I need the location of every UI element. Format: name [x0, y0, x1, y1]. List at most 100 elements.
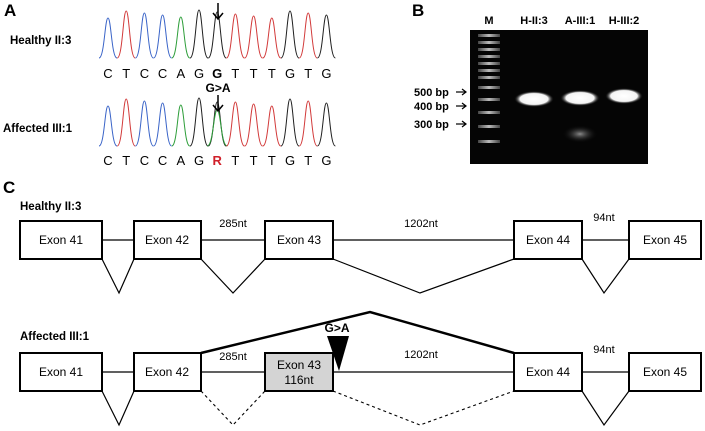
seq-letter-healthy-10: G: [285, 66, 295, 81]
healthy-exon-43-label: Exon 43: [277, 233, 321, 247]
affected-intron-43-label: 1202nt: [404, 349, 438, 361]
healthy-exon-42: [133, 220, 202, 260]
trace-peak-healthy-1: [116, 10, 136, 59]
marker-label-500: 500 bp: [414, 87, 449, 99]
trace-peak-healthy-8: [244, 15, 264, 59]
affected-exon-44: [513, 352, 583, 392]
healthy-exon-44-label: Exon 44: [526, 233, 570, 247]
band-h-iii-2: [605, 88, 643, 104]
affected-exon-43-size: 116nt: [284, 373, 314, 387]
affected-exon-43-skipped: [264, 352, 334, 392]
affected-exon-45-label: Exon 45: [643, 365, 687, 379]
marker-400: 400 bp: [414, 101, 467, 113]
affected-intron-42-label: 285nt: [219, 351, 247, 363]
ladder-lane: [478, 34, 500, 143]
trace-peak-affected-3: [153, 102, 173, 147]
healthy-exon-41-label: Exon 41: [39, 233, 83, 247]
lane-label-h-ii-3: H-II:3: [520, 15, 548, 27]
panel-b-letter: B: [412, 1, 424, 20]
lane-label-h-iii-2: H-III:2: [609, 15, 640, 27]
panel-c-letter: C: [3, 178, 15, 197]
seq-letter-affected-2: C: [140, 153, 149, 168]
trace-peak-affected-9: [262, 105, 282, 147]
healthy-exon-41: [19, 220, 103, 260]
seq-letter-affected-3: C: [158, 153, 167, 168]
healthy-gene-model: [101, 239, 630, 295]
seq-letter-affected-7: T: [231, 153, 239, 168]
seq-letter-healthy-2: C: [140, 66, 149, 81]
normal-splice-dashed: [200, 390, 515, 426]
exon-skip-junction: [200, 310, 515, 355]
trace-peak-healthy-0: [98, 17, 118, 59]
lane-label-a-iii-1: A-III:1: [565, 15, 596, 27]
trace-peak-healthy-9: [262, 17, 282, 59]
trace-peak-healthy-11: [298, 12, 318, 59]
trace-peak-affected-4: [171, 104, 191, 147]
marker-300: 300 bp: [414, 119, 467, 131]
trace-peak-affected-8: [244, 103, 264, 147]
trace-peak-affected-6-b: [206, 109, 228, 147]
trace-peak-affected-11: [298, 100, 318, 147]
healthy-exon-44: [513, 220, 583, 260]
seq-letter-affected-0: C: [103, 153, 112, 168]
affected-exon-43-label: Exon 43: [277, 358, 321, 372]
marker-label-300: 300 bp: [414, 119, 449, 131]
seq-letter-healthy-6: G: [212, 66, 222, 81]
trace-peak-affected-5: [189, 97, 209, 147]
mutation-site-marker: [327, 336, 349, 371]
band-a-iii-1-lower: [562, 125, 598, 143]
seq-letter-healthy-11: T: [304, 66, 312, 81]
healthy-exon-45: [628, 220, 702, 260]
affected-gene-model: [101, 371, 630, 427]
trace-peak-affected-2: [134, 100, 154, 147]
lane-label-m: M: [484, 15, 493, 27]
affected-exon-42-label: Exon 42: [145, 365, 189, 379]
healthy-exon-43: [264, 220, 334, 260]
trace-peak-healthy-12: [316, 14, 336, 59]
seq-letter-healthy-5: G: [194, 66, 204, 81]
seq-letter-affected-4: A: [176, 153, 185, 168]
healthy-gene-label: Healthy II:3: [20, 201, 81, 213]
panel-c: C Healthy II:3 Exon 41 Exon 42 Exon 43 E…: [3, 178, 702, 427]
band-h-ii-3: [514, 91, 554, 107]
seq-letter-healthy-12: G: [321, 66, 331, 81]
trace-peak-healthy-3: [153, 14, 173, 59]
healthy-intron-44-label: 94nt: [593, 212, 614, 224]
panel-b: B: [412, 1, 648, 164]
seq-letter-affected-10: G: [285, 153, 295, 168]
trace-peak-healthy-10: [280, 10, 300, 59]
seq-letter-affected-12: G: [321, 153, 331, 168]
mutation-label-c: G>A: [324, 321, 349, 335]
seq-letter-healthy-0: C: [103, 66, 112, 81]
healthy-exon-42-label: Exon 42: [145, 233, 189, 247]
seq-letter-affected-9: T: [268, 153, 276, 168]
trace-peak-affected-12: [316, 102, 336, 147]
trace-peak-affected-0: [98, 105, 118, 147]
seq-letter-healthy-1: T: [122, 66, 130, 81]
healthy-intron-42-label: 285nt: [219, 218, 247, 230]
variant-arrow-healthy: [212, 3, 224, 21]
seq-letter-affected-1: T: [122, 153, 130, 168]
chromatogram-healthy: [98, 9, 336, 59]
trace-peak-healthy-4: [171, 16, 191, 59]
affected-exon-45: [628, 352, 702, 392]
trace-peak-healthy-5: [189, 9, 209, 59]
seq-letter-affected-8: T: [250, 153, 258, 168]
trace-peak-affected-1: [116, 98, 136, 147]
seq-letter-healthy-3: C: [158, 66, 167, 81]
seq-letter-affected-11: T: [304, 153, 312, 168]
affected-exon-42: [133, 352, 202, 392]
affected-gene-label: Affected III:1: [20, 331, 90, 343]
trace-peak-healthy-6: [207, 11, 227, 59]
seq-letter-affected-5: G: [194, 153, 204, 168]
seq-letter-affected-6: R: [213, 153, 223, 168]
marker-500: 500 bp: [414, 87, 467, 99]
mutation-label-a: G>A: [205, 81, 230, 95]
seq-letter-healthy-8: T: [250, 66, 258, 81]
band-a-iii-1: [560, 90, 600, 106]
trace-peak-affected-10: [280, 98, 300, 147]
affected-exon-44-label: Exon 44: [526, 365, 570, 379]
marker-label-400: 400 bp: [414, 101, 449, 113]
